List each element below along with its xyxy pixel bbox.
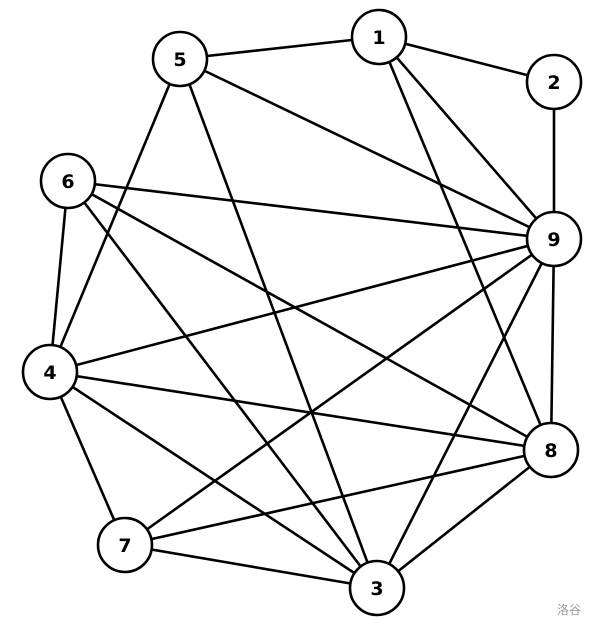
node-label-4: 4 — [43, 362, 56, 384]
node-circle-4 — [21, 343, 79, 401]
edge-8-3 — [375, 448, 553, 590]
node-7: 7 — [96, 516, 154, 574]
node-6: 6 — [39, 152, 97, 210]
node-1: 1 — [350, 8, 408, 66]
node-label-5: 5 — [173, 49, 186, 71]
edge-5-9 — [178, 57, 556, 241]
edge-6-3 — [66, 179, 379, 590]
node-5: 5 — [151, 30, 209, 88]
node-9: 9 — [525, 210, 583, 268]
edge-4-3 — [48, 370, 379, 590]
edge-4-7 — [48, 370, 127, 547]
node-circle-6 — [39, 152, 97, 210]
edge-1-5 — [178, 35, 381, 61]
node-label-7: 7 — [118, 535, 131, 557]
edge-1-2 — [377, 35, 556, 84]
edge-4-8 — [48, 370, 553, 452]
edge-9-7 — [123, 237, 556, 547]
edge-5-4 — [48, 57, 182, 374]
node-label-3: 3 — [370, 578, 383, 600]
node-2: 2 — [525, 53, 583, 111]
node-circle-9 — [525, 210, 583, 268]
node-label-6: 6 — [61, 171, 74, 193]
edge-7-3 — [123, 543, 379, 590]
node-circle-3 — [348, 559, 406, 617]
edge-6-4 — [48, 179, 70, 374]
watermark-text: 洛谷 — [556, 603, 581, 617]
graph-edges — [48, 35, 556, 590]
node-label-9: 9 — [547, 229, 560, 251]
edge-9-3 — [375, 237, 556, 590]
edge-9-4 — [48, 237, 556, 374]
node-label-2: 2 — [547, 72, 560, 94]
edge-1-8 — [377, 35, 553, 452]
edge-5-3 — [178, 57, 379, 590]
node-8: 8 — [522, 421, 580, 479]
node-circle-8 — [522, 421, 580, 479]
node-3: 3 — [348, 559, 406, 617]
node-circle-7 — [96, 516, 154, 574]
edge-1-9 — [377, 35, 556, 241]
node-circle-2 — [525, 53, 583, 111]
edge-9-8 — [549, 237, 556, 452]
node-label-1: 1 — [372, 27, 385, 49]
edge-6-9 — [66, 179, 556, 241]
node-label-8: 8 — [544, 440, 557, 462]
node-circle-5 — [151, 30, 209, 88]
node-circle-1 — [350, 8, 408, 66]
edge-7-8 — [123, 448, 553, 547]
graph-nodes: 1 2 3 4 5 6 7 8 9 — [21, 8, 583, 617]
node-4: 4 — [21, 343, 79, 401]
